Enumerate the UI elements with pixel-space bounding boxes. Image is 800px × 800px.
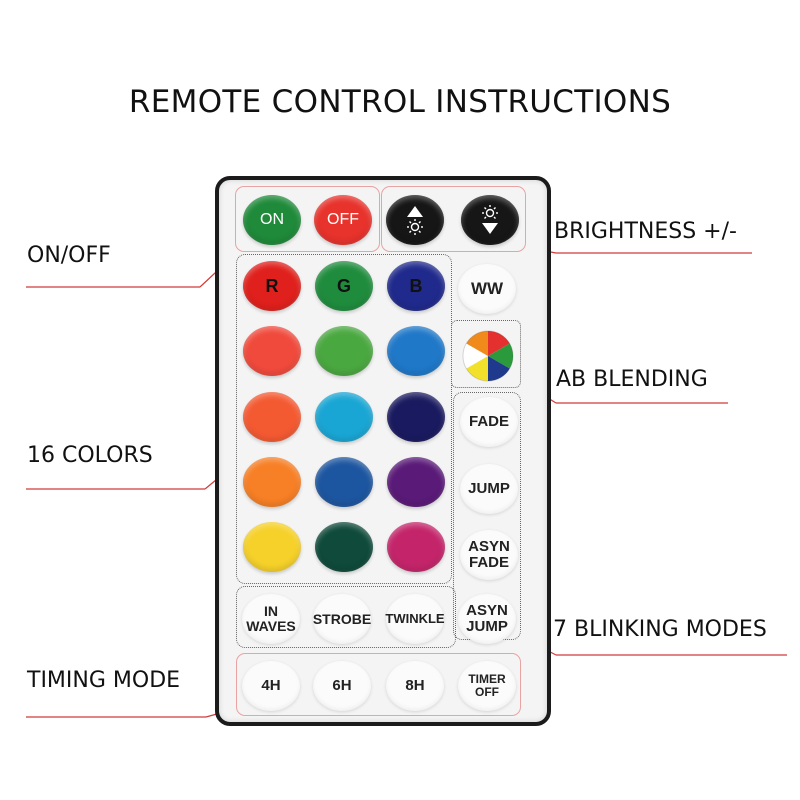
ww-label: WW (470, 279, 504, 299)
label-ab-blending: AB BLENDING (556, 367, 708, 392)
timer-8h-button[interactable]: 8H (386, 661, 444, 711)
timer-4h-button[interactable]: 4H (242, 661, 300, 711)
ww-button[interactable]: WW (458, 264, 516, 314)
timer-4h-label: 4H (261, 677, 281, 695)
color-label-b: B (409, 275, 423, 296)
asyn-jump-label-1: ASYN (466, 602, 508, 620)
in-waves-label-2: WAVES (246, 618, 296, 634)
color-button-2-2[interactable] (315, 326, 373, 376)
on-label: ON (260, 210, 284, 228)
fade-button[interactable]: FADE (460, 397, 518, 447)
page-title: REMOTE CONTROL INSTRUCTIONS (128, 84, 672, 120)
jump-button[interactable]: JUMP (460, 464, 518, 514)
color-button-2-1[interactable] (243, 326, 301, 376)
colors-group (236, 254, 452, 584)
brightness-down-icon (482, 205, 498, 234)
color-button-1-1[interactable]: R (243, 261, 301, 311)
off-label: OFF (327, 210, 359, 228)
brightness-up-button[interactable] (386, 195, 444, 245)
color-button-4-3[interactable] (387, 457, 445, 507)
color-button-4-2[interactable] (315, 457, 373, 507)
brightness-down-button[interactable] (461, 195, 519, 245)
on-off-group (235, 186, 380, 252)
color-button-4-1[interactable] (243, 457, 301, 507)
wheel-segment (488, 331, 510, 356)
off-button[interactable]: OFF (314, 195, 372, 245)
timer-off-button[interactable]: TIMER OFF (458, 661, 516, 711)
color-button-5-2[interactable] (315, 522, 373, 572)
strobe-label: STROBE (312, 610, 372, 627)
color-button-3-1[interactable] (243, 392, 301, 442)
color-label-r: R (265, 275, 279, 296)
twinkle-button[interactable]: TWINKLE (385, 594, 445, 644)
timer-6h-button[interactable]: 6H (313, 661, 371, 711)
color-button-1-2[interactable]: G (315, 261, 373, 311)
color-button-5-1[interactable] (243, 522, 301, 572)
on-button[interactable]: ON (243, 195, 301, 245)
wheel-segment (466, 331, 488, 356)
label-blinking-modes: 7 BLINKING MODES (553, 617, 767, 642)
fade-label: FADE (468, 413, 509, 431)
asyn-fade-label-1: ASYN (468, 538, 510, 556)
in-waves-label-1: IN (264, 603, 278, 620)
wheel-segment (488, 343, 513, 369)
asyn-fade-label-2: FADE (468, 554, 509, 571)
ab-blending-button[interactable] (460, 328, 516, 384)
jump-label: JUMP (468, 480, 510, 498)
brightness-up-icon (407, 206, 423, 235)
color-button-3-3[interactable] (387, 392, 445, 442)
color-button-2-3[interactable] (387, 326, 445, 376)
timer-off-label: TIMER OFF (468, 672, 506, 699)
color-button-3-2[interactable] (315, 392, 373, 442)
color-label-g: G (336, 275, 351, 296)
color-button-1-3[interactable]: B (387, 261, 445, 311)
wheel-segment (463, 343, 488, 369)
brightness-group (381, 186, 526, 252)
color-wheel-icon (462, 330, 514, 382)
wheel-segment (466, 356, 488, 381)
twinkle-label: TWINKLE (385, 611, 445, 627)
color-button-5-3[interactable] (387, 522, 445, 572)
ab-blending-group (451, 320, 521, 388)
label-16-colors: 16 COLORS (27, 443, 153, 468)
asyn-jump-label-2: JUMP (466, 618, 508, 635)
wheel-segment (488, 356, 510, 381)
strobe-button[interactable]: STROBE (313, 594, 371, 644)
label-timing-mode: TIMING MODE (27, 668, 181, 693)
timing-group (236, 653, 521, 716)
timer-8h-label: 8H (405, 677, 425, 695)
timer-6h-label: 6H (332, 677, 352, 695)
label-on-off: ON/OFF (27, 243, 111, 268)
blink-modes-row (236, 586, 456, 648)
label-brightness: BRIGHTNESS +/- (554, 219, 737, 244)
